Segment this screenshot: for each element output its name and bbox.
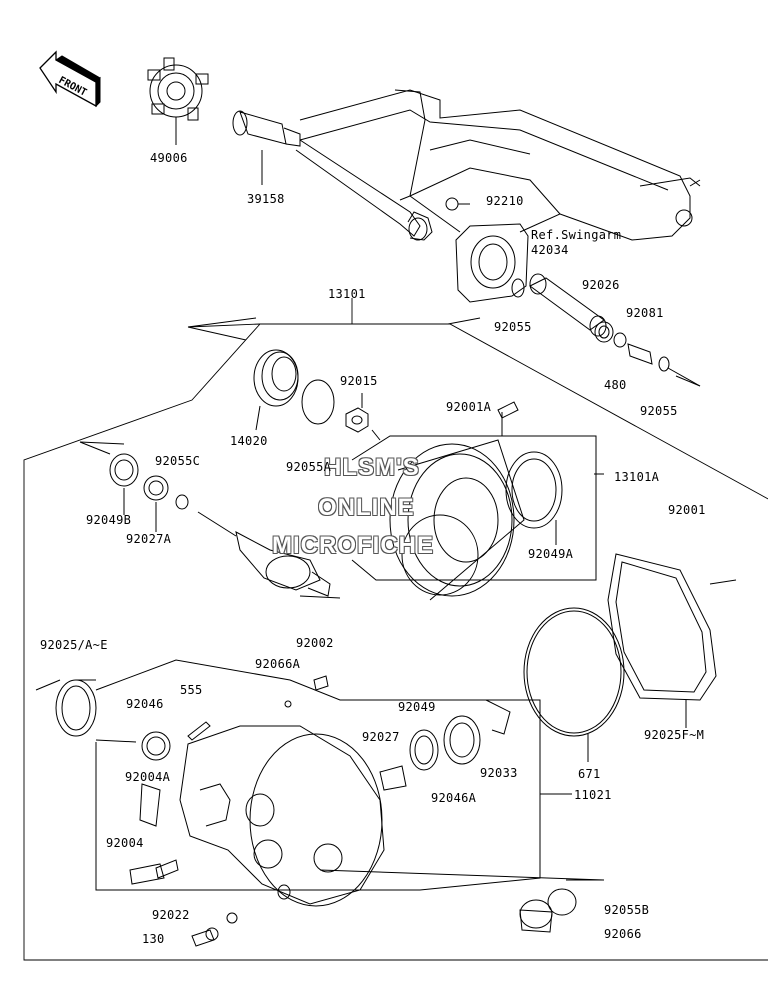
- seal-14020-drawing: [253, 349, 381, 441]
- gasket-92025FM-drawing: [607, 553, 737, 728]
- assembly-13101-outline: [23, 298, 768, 961]
- part-label-92055C[interactable]: 92055C: [155, 454, 201, 468]
- part-label-11021[interactable]: 11021: [574, 788, 612, 802]
- part-label-92004[interactable]: 92004: [106, 836, 144, 850]
- part-label-130[interactable]: 130: [142, 932, 165, 946]
- part-label-92026[interactable]: 92026: [582, 278, 620, 292]
- part-label-49006[interactable]: 49006: [150, 151, 188, 165]
- part-label-92049B[interactable]: 92049B: [86, 513, 132, 527]
- part-label-92081[interactable]: 92081: [626, 306, 664, 320]
- part-label-92001A[interactable]: 92001A: [446, 400, 492, 414]
- part-label-92022[interactable]: 92022: [152, 908, 190, 922]
- pinion-gear-drawing: [79, 441, 341, 599]
- part-label-480[interactable]: 480: [604, 378, 627, 392]
- part-label-13101[interactable]: 13101: [328, 287, 366, 301]
- part-label-92049[interactable]: 92049: [398, 700, 436, 714]
- housing-11021-drawing: [95, 659, 605, 907]
- part-label-671[interactable]: 671: [578, 767, 601, 781]
- oring-671-drawing: [523, 607, 625, 762]
- part-label-92001[interactable]: 92001: [668, 503, 706, 517]
- ref-swingarm-label: Ref.Swingarm: [531, 228, 622, 242]
- part-label-92033[interactable]: 92033: [480, 766, 518, 780]
- part-label-92055A[interactable]: 92055A: [286, 460, 332, 474]
- part-49006-drawing: [147, 57, 209, 145]
- part-label-92004A[interactable]: 92004A: [125, 770, 171, 784]
- ring-gear-13101A-drawing: [351, 401, 604, 601]
- part-label-92015[interactable]: 92015: [340, 374, 378, 388]
- part-label-92027A[interactable]: 92027A: [126, 532, 172, 546]
- front-arrow-icon: FRONT: [39, 50, 101, 108]
- part-label-92027[interactable]: 92027: [362, 730, 400, 744]
- part-label-14020[interactable]: 14020: [230, 434, 268, 448]
- part-label-39158[interactable]: 39158: [247, 192, 285, 206]
- part-label-92025-F-M[interactable]: 92025F~M: [644, 728, 705, 742]
- housing-small-parts-drawing: [35, 675, 604, 947]
- swingarm-drawing: [232, 89, 701, 303]
- part-label-92066[interactable]: 92066: [604, 927, 642, 941]
- part-label-92025-A-E[interactable]: 92025/A~E: [40, 638, 108, 652]
- part-label-92055-right[interactable]: 92055: [640, 404, 678, 418]
- part-label-555[interactable]: 555: [180, 683, 203, 697]
- part-label-92002[interactable]: 92002: [296, 636, 334, 650]
- part-label-42034[interactable]: 42034: [531, 243, 569, 257]
- part-label-92046A[interactable]: 92046A: [431, 791, 477, 805]
- watermark-line-2: ONLINE: [318, 494, 415, 521]
- part-label-92066A[interactable]: 92066A: [255, 657, 301, 671]
- sleeve-42034-drawing: [511, 273, 701, 387]
- part-label-92210[interactable]: 92210: [486, 194, 524, 208]
- part-label-92055B[interactable]: 92055B: [604, 903, 650, 917]
- watermark-line-1: HLSM'S: [324, 454, 420, 481]
- part-label-92046[interactable]: 92046: [126, 697, 164, 711]
- part-label-92055-top[interactable]: 92055: [494, 320, 532, 334]
- part-label-92049A[interactable]: 92049A: [528, 547, 574, 561]
- watermark-line-3: MICROFICHE: [272, 532, 434, 559]
- part-label-13101A[interactable]: 13101A: [614, 470, 660, 484]
